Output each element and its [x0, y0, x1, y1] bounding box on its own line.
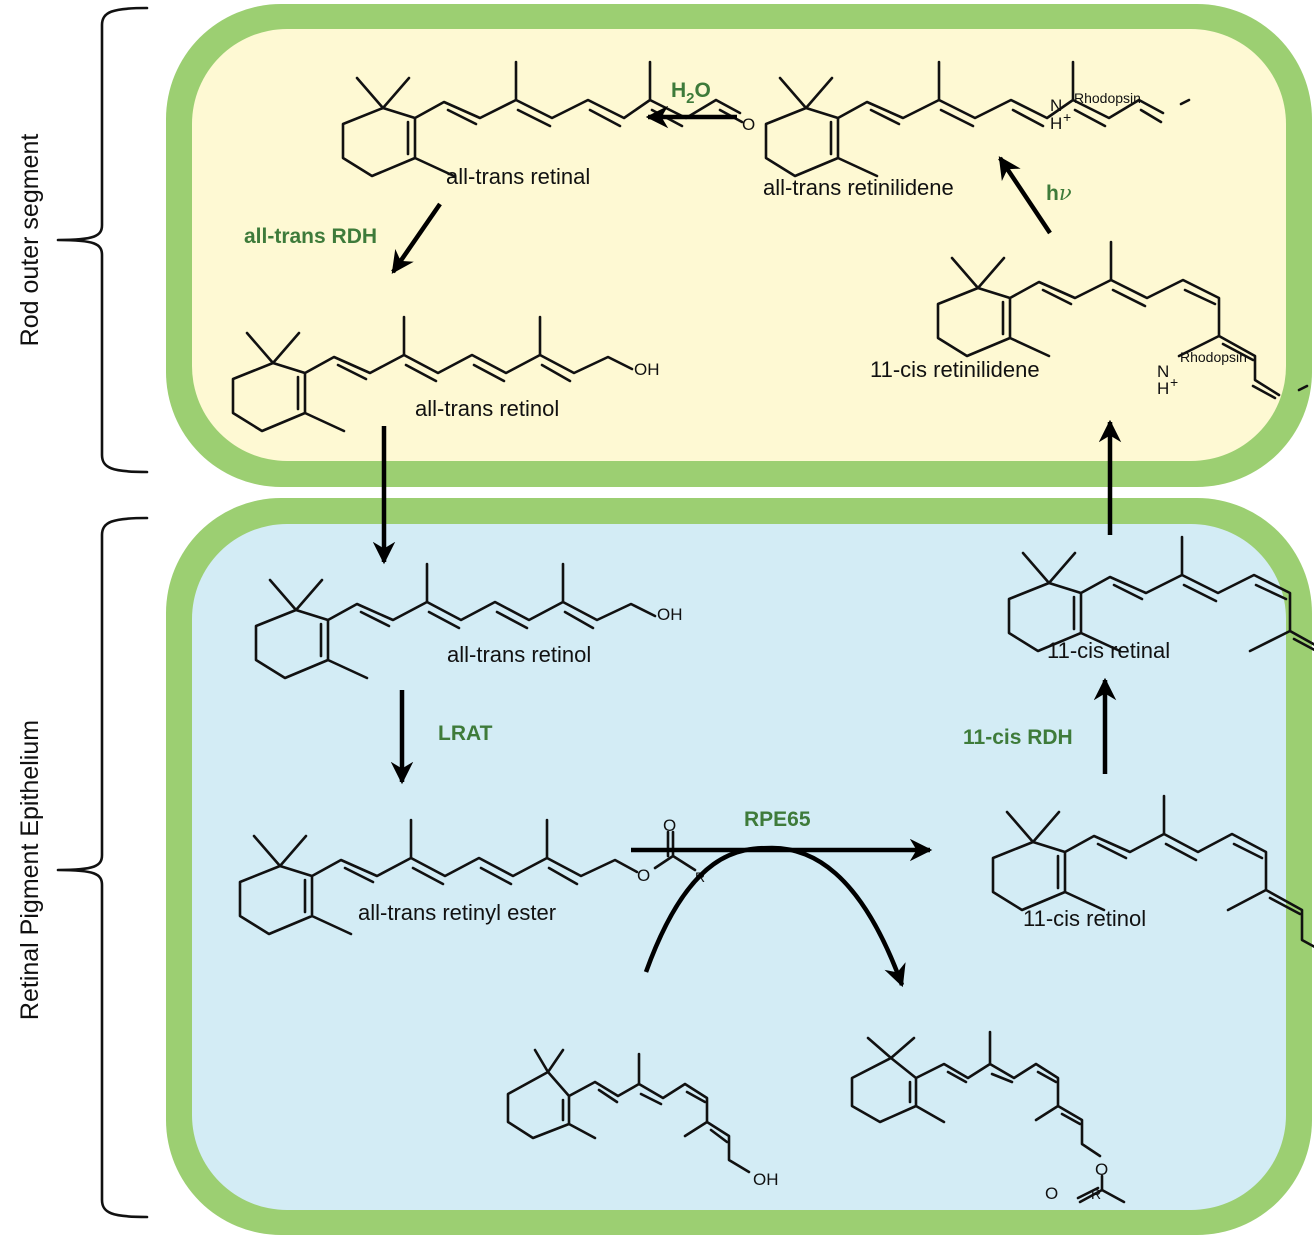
molecule-11-cis-retinol: OH: [991, 794, 1314, 949]
rpe65-curved-arrow: [643, 845, 906, 988]
label-11-cis-retinal: 11-cis retinal: [1047, 638, 1170, 663]
label-all-trans-retinilidene: all-trans retinilidene: [763, 175, 954, 200]
label-11-cis-retinol: 11-cis retinol: [1023, 906, 1146, 931]
retinilidene-rhodopsin: Rhodopsin: [1074, 90, 1141, 106]
svg-text:OH: OH: [753, 1170, 779, 1189]
cis-retinilidene-h: H: [1157, 379, 1169, 398]
rpe-brace: [56, 516, 149, 1219]
molecule-11-cis-retinyl-ester: O O R: [850, 1030, 1126, 1204]
molecule-11-cis-retinilidene: [936, 240, 1309, 400]
molecule-all-trans-retinol-rpe: OH: [254, 562, 683, 680]
hydrolysis-label: H2O: [671, 79, 711, 107]
cis-retinilidene-n: N: [1157, 362, 1169, 381]
label-all-trans-retinal: all-trans retinal: [446, 164, 590, 189]
rod-outer-segment-interior: [192, 29, 1286, 461]
molecule-11-cis-retinal: O: [1007, 535, 1314, 653]
rpe65-label: RPE65: [744, 808, 811, 831]
svg-text:OH: OH: [657, 605, 683, 624]
retinilidene-plus: +: [1063, 109, 1071, 125]
cis-retinilidene-plus: +: [1170, 374, 1178, 390]
cis-rdh-label: 11-cis RDH: [963, 726, 1073, 749]
cis-retinilidene-rhodopsin: Rhodopsin: [1180, 349, 1247, 365]
rod-brace: [56, 6, 149, 474]
retinilidene-h: H: [1050, 114, 1062, 133]
retinilidene-n: N: [1050, 96, 1062, 115]
molecule-all-trans-retinal: O: [341, 60, 755, 178]
all-trans-rdh-arrow: [391, 202, 442, 274]
rpe-label: Retinal Pigment Epithelium: [16, 720, 44, 1020]
label-all-trans-retinol-rod: all-trans retinol: [415, 396, 559, 421]
svg-text:O: O: [1045, 1184, 1058, 1203]
molecule-all-trans-retinilidene: [764, 60, 1191, 178]
photoisomerization-arrow: [998, 156, 1052, 235]
label-all-trans-retinol-rpe: all-trans retinol: [447, 642, 591, 667]
all-trans-rdh-label: all-trans RDH: [244, 225, 377, 248]
svg-text:O: O: [637, 866, 650, 885]
svg-text:R: R: [1091, 1186, 1101, 1202]
svg-text:OH: OH: [634, 360, 660, 379]
svg-text:O: O: [1095, 1160, 1108, 1179]
lrat-label: LRAT: [438, 722, 493, 745]
label-all-trans-retinyl-ester: all-trans retinyl ester: [358, 900, 556, 925]
svg-text:O: O: [663, 816, 676, 835]
photoisomerization-label: hν: [1046, 181, 1072, 205]
label-11-cis-retinilidene: 11-cis retinilidene: [870, 357, 1040, 382]
molecule-11-cis-retinol-substrate: OH: [506, 1048, 779, 1189]
rpe-interior: [192, 524, 1286, 1210]
molecule-all-trans-retinol-rod: OH: [231, 315, 660, 433]
svg-text:O: O: [742, 115, 755, 134]
rod-label: Rod outer segment: [16, 134, 44, 347]
